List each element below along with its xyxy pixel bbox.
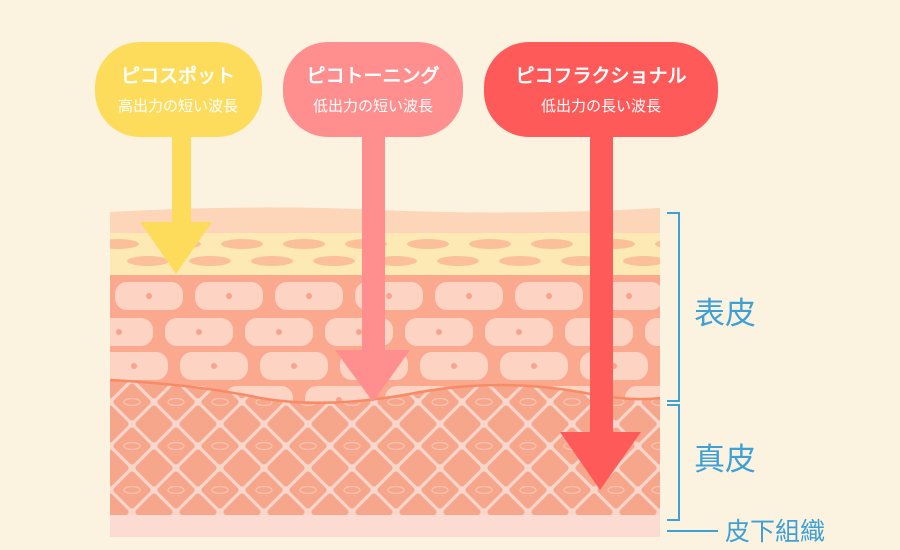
arrow-pico-fractional xyxy=(560,130,641,490)
cell xyxy=(110,318,153,346)
granule xyxy=(375,256,417,266)
bubble-title: ピコフラクショナル xyxy=(515,65,686,87)
cell-nucleus xyxy=(116,329,122,335)
cell xyxy=(660,352,728,380)
granule xyxy=(499,256,541,266)
granule xyxy=(469,239,511,249)
cell-nucleus xyxy=(531,363,537,369)
epidermis-bracket xyxy=(667,212,680,402)
cell-nucleus xyxy=(691,363,697,369)
granule xyxy=(189,256,231,266)
granule xyxy=(437,256,479,266)
cell-nucleus xyxy=(516,329,522,335)
cell-nucleus xyxy=(226,293,232,299)
cell-nucleus xyxy=(356,329,362,335)
granules xyxy=(110,239,727,266)
cell xyxy=(110,352,168,380)
cell-nucleus xyxy=(546,293,552,299)
bubble-subtitle: 低出力の短い波長 xyxy=(313,97,433,115)
subcutaneous-layer xyxy=(110,515,660,537)
cell-nucleus xyxy=(146,293,152,299)
arrow-pico-spot xyxy=(140,130,212,274)
bubble-pico-spot: ピコスポット 高出力の短い波長 xyxy=(95,42,262,137)
cell-nucleus xyxy=(131,363,137,369)
granule xyxy=(685,256,727,266)
granule xyxy=(283,239,325,249)
label-epidermis: 表皮 xyxy=(694,296,756,332)
granule xyxy=(313,256,355,266)
cell-nucleus xyxy=(306,293,312,299)
granule xyxy=(531,239,573,249)
granule xyxy=(251,256,293,266)
cell-nucleus xyxy=(451,363,457,369)
cell-nucleus xyxy=(466,293,472,299)
granule xyxy=(127,256,169,266)
granule xyxy=(221,239,263,249)
basement-membrane xyxy=(110,378,660,405)
granule xyxy=(655,240,660,248)
cell xyxy=(645,318,660,346)
arrow-pico-toning xyxy=(335,130,410,402)
granule xyxy=(407,239,449,249)
cell-nucleus xyxy=(276,329,282,335)
cell-nucleus xyxy=(386,293,392,299)
bubble-pico-toning: ピコトーニング 低出力の短い波長 xyxy=(283,42,463,137)
cell-nucleus xyxy=(196,329,202,335)
granule xyxy=(623,256,660,266)
cell-nucleus xyxy=(436,329,442,335)
cell-nucleus xyxy=(291,363,297,369)
cell-nucleus xyxy=(211,363,217,369)
label-subcutaneous: 皮下組織 xyxy=(725,517,825,546)
bubble-title: ピコスポット xyxy=(121,64,235,87)
bubble-pico-fractional: ピコフラクショナル 低出力の長い波長 xyxy=(484,42,718,137)
granule xyxy=(110,239,139,249)
dermis-layer xyxy=(110,380,660,515)
bubble-title: ピコトーニング xyxy=(306,64,439,87)
label-dermis: 真皮 xyxy=(694,442,756,478)
cell-nucleus xyxy=(626,293,632,299)
dermis-bracket xyxy=(667,404,680,521)
cell-nucleus xyxy=(96,397,102,403)
bubble-subtitle: 低出力の長い波長 xyxy=(541,97,661,115)
bubble-subtitle: 高出力の短い波長 xyxy=(118,97,238,115)
